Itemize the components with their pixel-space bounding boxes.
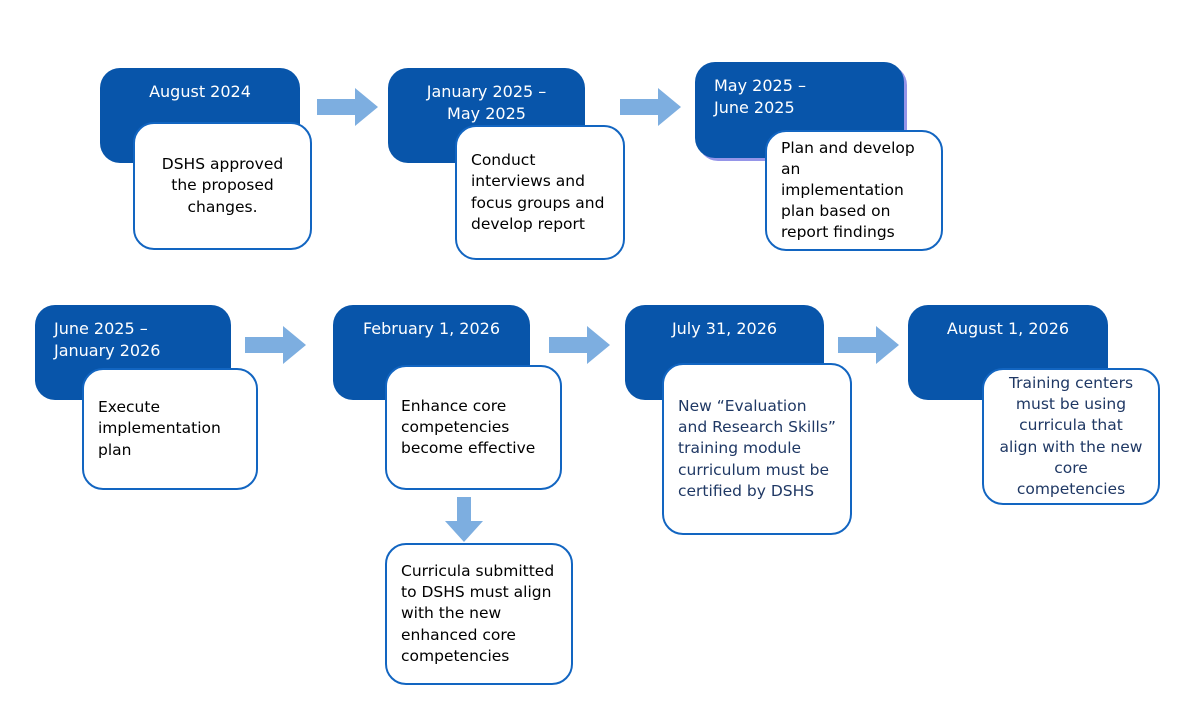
step-5-detail-box: Enhance core competencies become effecti… xyxy=(385,365,562,490)
arrow-right-icon xyxy=(838,326,899,364)
step-4-detail: Execute implementation plan xyxy=(98,398,221,459)
arrow-right-icon xyxy=(317,88,378,126)
step-7-detail: Training centers must be using curricula… xyxy=(999,374,1143,498)
step-7-detail-box: Training centers must be using curricula… xyxy=(982,368,1160,505)
step-5-detail: Enhance core competencies become effecti… xyxy=(401,396,536,458)
arrow-right-icon xyxy=(549,326,610,364)
step-6-detail-box: New “Evaluation and Research Skills” tra… xyxy=(662,363,852,535)
step-2-detail: Conduct interviews and focus groups and … xyxy=(471,151,605,233)
step-1-date: August 2024 xyxy=(149,82,251,101)
step-4-date: June 2025 – January 2026 xyxy=(54,319,161,360)
step-5-date: February 1, 2026 xyxy=(362,319,501,338)
step-3-detail-box: Plan and develop an implementation plan … xyxy=(765,130,943,251)
step-1-detail: DSHS approved the proposed changes. xyxy=(161,155,284,216)
step-5-branch-detail-box: Curricula submitted to DSHS must align w… xyxy=(385,543,573,685)
step-3-date: May 2025 – June 2025 xyxy=(714,76,806,117)
step-4-detail-box: Execute implementation plan xyxy=(82,368,258,490)
step-6-date: July 31, 2026 xyxy=(671,319,778,338)
step-1-detail-box: DSHS approved the proposed changes. xyxy=(133,122,312,250)
step-2-date: January 2025 – May 2025 xyxy=(426,82,547,123)
step-3-detail: Plan and develop an implementation plan … xyxy=(781,138,915,242)
step-6-detail: New “Evaluation and Research Skills” tra… xyxy=(678,397,836,500)
step-7-date: August 1, 2026 xyxy=(946,319,1070,338)
step-2-detail-box: Conduct interviews and focus groups and … xyxy=(455,125,625,260)
arrow-right-icon xyxy=(245,326,306,364)
arrow-down-icon xyxy=(445,497,483,542)
arrow-right-icon xyxy=(620,88,681,126)
step-5-branch-detail: Curricula submitted to DSHS must align w… xyxy=(401,562,555,665)
